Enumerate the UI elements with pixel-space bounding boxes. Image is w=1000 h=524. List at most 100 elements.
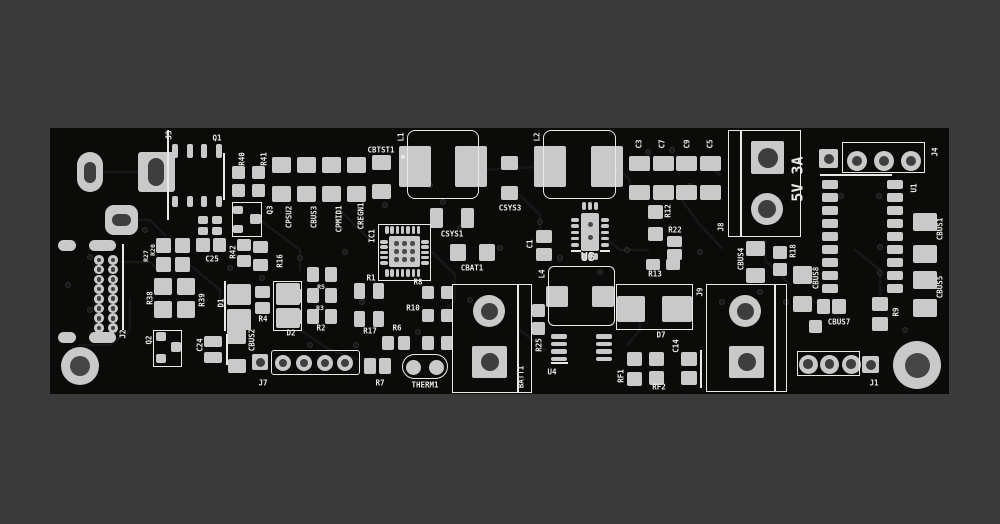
smd-pad (571, 218, 579, 222)
through-hole (96, 277, 102, 282)
copper-trace (596, 230, 650, 252)
silkscreen-label: R2 (316, 323, 326, 333)
via-hole (558, 256, 562, 260)
silkscreen-line (820, 174, 892, 176)
silkscreen-line (600, 250, 610, 252)
smd-pad (887, 193, 903, 202)
through-hole (110, 277, 116, 282)
silkscreen-label: R1 (366, 273, 376, 283)
smd-pad (532, 322, 545, 335)
silkscreen-label: CBUS1 (935, 217, 945, 241)
silkscreen-label: CPSU2 (284, 205, 294, 229)
through-hole (320, 359, 329, 367)
smd-pad (212, 227, 222, 235)
silkscreen-label: L1 (396, 132, 406, 142)
silkscreen-label: L2 (532, 132, 542, 142)
via-hole (88, 308, 92, 312)
smd-pad (571, 243, 579, 247)
via-hole (416, 330, 420, 334)
smd-pad (307, 267, 319, 282)
smd-pad (421, 240, 429, 244)
silkscreen-label: L4 (537, 269, 547, 279)
smd-pad (746, 268, 765, 283)
smd-pad (204, 336, 222, 347)
through-hole (110, 315, 116, 321)
smd-pad (227, 309, 251, 330)
smd-pad (913, 213, 937, 231)
smd-pad (272, 157, 291, 173)
smd-pad (588, 253, 592, 260)
silkscreen-outline (452, 284, 532, 393)
silkscreen-outline (706, 284, 787, 392)
copper-trace (338, 208, 372, 242)
smd-pad (681, 352, 697, 366)
smd-pad (872, 317, 888, 331)
smd-pad (532, 304, 545, 317)
smd-pad (746, 241, 765, 256)
smd-pad (411, 269, 416, 277)
smd-pad (233, 225, 243, 233)
smd-pad (617, 296, 645, 322)
through-hole (824, 359, 835, 369)
silkscreen-label: CBUS3 (309, 205, 319, 229)
smd-pad (551, 341, 567, 346)
smd-pad (216, 144, 223, 158)
smd-pad (601, 236, 609, 241)
smd-pad (175, 257, 190, 272)
through-hole (96, 306, 102, 311)
smd-pad (297, 186, 316, 202)
pad-via (394, 249, 399, 254)
silkscreen-label: R39 (197, 293, 207, 307)
silkscreen-line (571, 250, 581, 252)
silkscreen-label: THERM1 (411, 380, 439, 390)
smd-pad (822, 219, 838, 228)
smd-pad (422, 286, 434, 299)
slot-pad-hole (84, 162, 96, 183)
silkscreen-label: R4 (258, 314, 268, 324)
smd-pad (822, 245, 838, 254)
silkscreen-label: R13 (648, 269, 662, 279)
smd-pad (822, 284, 838, 293)
smd-pad (594, 253, 598, 260)
smd-pad (156, 257, 171, 272)
through-hole (757, 147, 778, 168)
smd-pad (347, 186, 366, 202)
smd-pad (380, 240, 388, 244)
smd-pad (450, 244, 466, 261)
smd-pad (773, 246, 787, 259)
silkscreen-label: R16 (275, 254, 285, 268)
smd-pad (430, 208, 443, 228)
silkscreen-label: C14 (671, 339, 681, 353)
smd-pad (441, 336, 453, 350)
through-hole (110, 267, 116, 273)
smd-pad (252, 184, 265, 197)
smd-pad (252, 166, 265, 179)
silkscreen-label: C24 (195, 338, 205, 352)
silkscreen-line (740, 131, 742, 237)
smd-pad (441, 309, 453, 322)
through-hole (110, 306, 116, 311)
smd-pad (536, 248, 552, 261)
silkscreen-outline (797, 351, 860, 376)
silkscreen-label: C9 (682, 139, 692, 149)
smd-pad (832, 299, 846, 314)
silkscreen-label: R18 (788, 244, 798, 258)
pad-via (587, 234, 593, 240)
smd-pad (913, 271, 937, 289)
smd-pad (237, 239, 251, 251)
smd-pad (322, 157, 341, 173)
silkscreen-label: CREGN1 (356, 202, 366, 230)
via-hole (670, 148, 674, 152)
silkscreen-label: R42 (228, 245, 238, 259)
smd-pad (422, 309, 434, 322)
via-hole (66, 283, 70, 287)
smd-pad (601, 243, 609, 247)
silkscreen-line (122, 244, 124, 330)
smd-pad (172, 196, 178, 207)
smd-pad (822, 180, 838, 189)
through-hole (480, 302, 498, 320)
smd-pad (175, 238, 190, 253)
via-hole (877, 194, 881, 198)
silkscreen-label: D1 (216, 298, 226, 308)
through-hole (823, 153, 834, 164)
